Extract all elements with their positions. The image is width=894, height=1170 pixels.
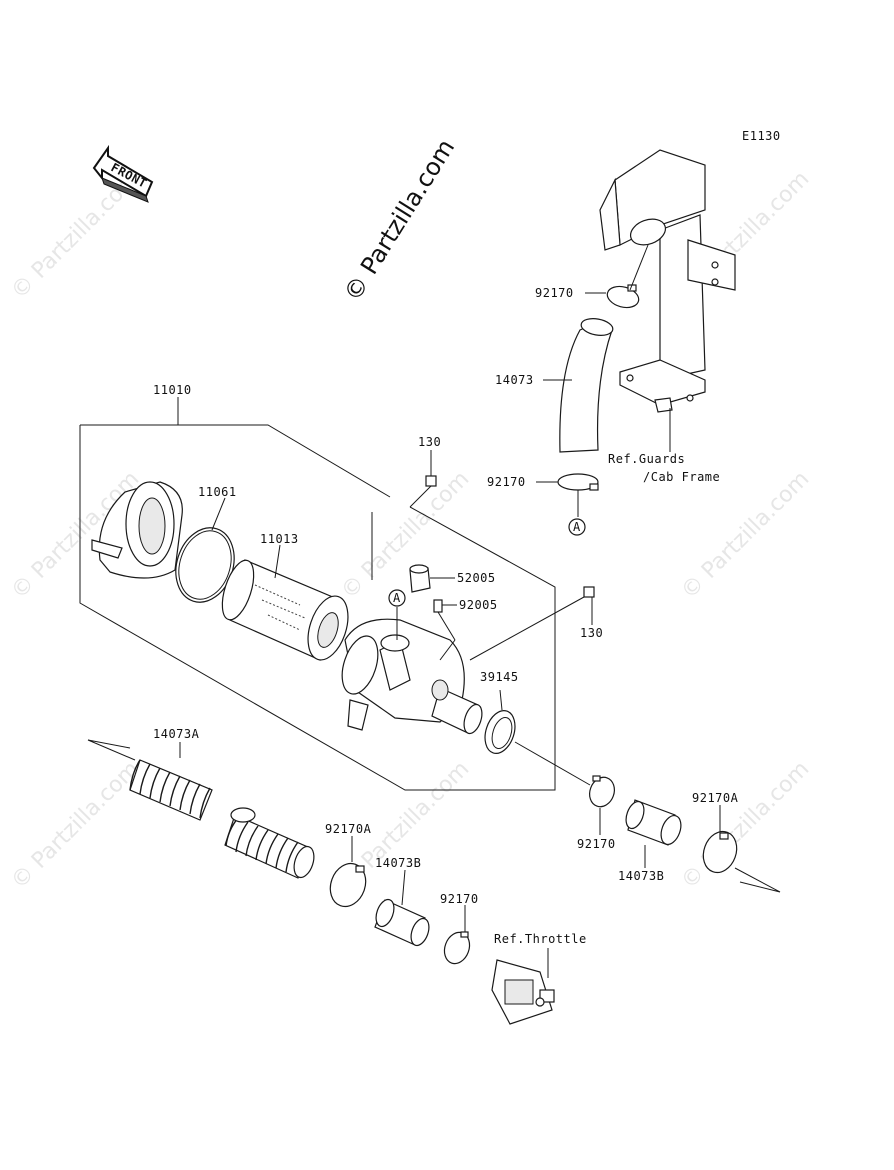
cab-frame-structure (599, 149, 736, 413)
clamp-92170a-left (329, 862, 367, 908)
air-cleaner-cover (91, 481, 183, 579)
filter-element-11013 (221, 559, 349, 661)
label-52005: 52005 (457, 571, 496, 585)
throttle-body (491, 959, 555, 1025)
label-14073b-right: 14073B (618, 869, 664, 883)
clamp-92170-mid (557, 473, 599, 491)
label-130-right: 130 (580, 626, 603, 640)
label-14073: 14073 (495, 373, 534, 387)
ring-39145 (484, 710, 516, 754)
callout-a-duct (568, 518, 586, 536)
label-ref-throttle: Ref.Throttle (494, 932, 587, 946)
label-14073b-left: 14073B (375, 856, 421, 870)
coupler-14073b-right (625, 799, 682, 846)
label-11013: 11013 (260, 532, 299, 546)
clamp-92170-top (606, 284, 640, 309)
callout-a-case-letter: A (393, 591, 401, 605)
watermark-text: © Partzilla.com (677, 467, 815, 605)
label-ref-cab-frame: /Cab Frame (643, 470, 720, 484)
bellows-duct-14073a (129, 759, 315, 879)
label-92170-bottom: 92170 (440, 892, 479, 906)
watermark-text: © Partzilla.com (337, 467, 475, 605)
coupler-14073b-left (374, 898, 430, 947)
label-92170a-right: 92170A (692, 791, 739, 805)
label-14073a: 14073A (153, 727, 200, 741)
copyright-text: © Partzilla.com (338, 134, 460, 306)
clamp-92170-right (589, 775, 615, 808)
bolt-130-right (469, 586, 595, 661)
label-92170-mid: 92170 (487, 475, 526, 489)
assembly-bracket-11010 (79, 397, 556, 791)
label-39145: 39145 (480, 670, 519, 684)
label-92005: 92005 (459, 598, 498, 612)
cap-52005 (409, 564, 431, 593)
callout-a-duct-letter: A (573, 520, 581, 534)
label-130-top: 130 (418, 435, 441, 449)
label-11010: 11010 (153, 383, 192, 397)
label-92170a-left: 92170A (325, 822, 372, 836)
duct-14073 (559, 318, 614, 453)
label-92170-right: 92170 (577, 837, 616, 851)
label-ref-guards: Ref.Guards (608, 452, 685, 466)
label-11061: 11061 (198, 485, 237, 499)
watermark-text: © Partzilla.com (7, 757, 145, 895)
label-92170-top: 92170 (535, 286, 574, 300)
diagram-code: E1130 (742, 129, 781, 143)
clamp-92170a-right (702, 830, 738, 874)
clamp-92170-bottom (443, 931, 471, 965)
air-cleaner-case (341, 618, 483, 735)
callout-a-case (388, 589, 406, 607)
fitting-92005 (433, 599, 456, 661)
